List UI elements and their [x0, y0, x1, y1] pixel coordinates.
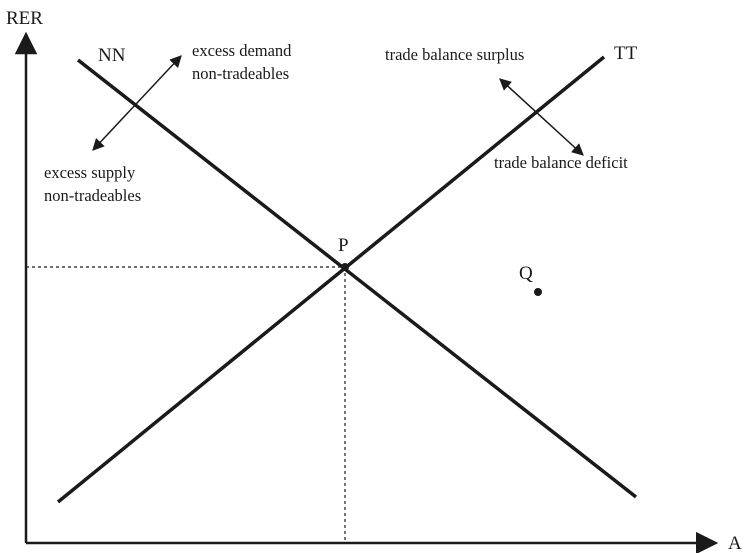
point-q-label: Q: [519, 263, 533, 284]
nn-below-note-line2: non-tradeables: [44, 186, 141, 205]
x-axis-label: A: [728, 533, 742, 553]
equilibrium-point-label: P: [338, 235, 349, 256]
nn-double-arrow: [92, 55, 182, 151]
tt-below-note: trade balance deficit: [494, 153, 628, 172]
nn-below-note-line1: excess supply: [44, 163, 136, 182]
point-q: [534, 288, 542, 296]
tt-curve-label: TT: [614, 43, 638, 64]
tt-double-arrow: [499, 78, 584, 156]
nn-curve: [76, 58, 638, 499]
nn-above-note-line2: non-tradeables: [192, 64, 289, 83]
nn-curve-label: NN: [98, 45, 126, 66]
tt-above-note: trade balance surplus: [385, 45, 524, 64]
nn-above-note-line1: excess demand: [192, 41, 292, 60]
equilibrium-point-p: [341, 263, 349, 271]
y-axis-label: RER: [6, 8, 43, 29]
